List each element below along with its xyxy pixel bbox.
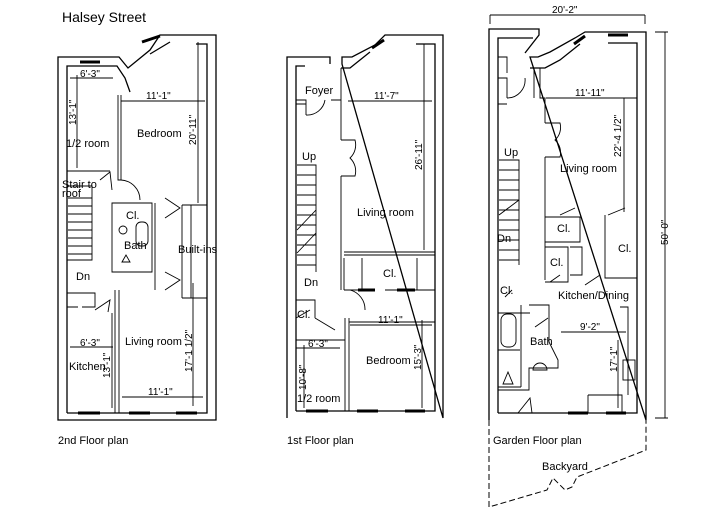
dim-lines — [296, 44, 432, 408]
room-label: Up — [302, 151, 316, 163]
stair — [296, 164, 317, 272]
room-label: roof — [62, 188, 82, 200]
room-label: Cl. — [550, 257, 563, 269]
room-label: Cl. — [500, 285, 513, 297]
outer-wall — [286, 34, 444, 419]
door-swings — [504, 77, 626, 414]
dimension: 20'-11" — [188, 114, 199, 145]
garden-floor-plan: Up Living room Dn Cl. Cl. Cl. Cl. Kitche… — [488, 5, 671, 508]
sink-icon — [532, 362, 548, 371]
room-label: Dn — [497, 233, 511, 245]
partitions — [67, 95, 207, 413]
sink-icon — [118, 225, 128, 235]
room-label: Cl. — [557, 223, 570, 235]
room-label: Cl. — [126, 210, 139, 222]
bathtub-icon — [500, 313, 517, 348]
room-label: Built-ins — [178, 244, 218, 256]
dimension: 22'-4 1/2" — [613, 114, 624, 157]
dimension: 50'-0" — [660, 219, 671, 245]
door-swings — [94, 171, 181, 313]
window — [78, 34, 197, 415]
room-label: 1/2 room — [66, 138, 109, 150]
door-swings — [295, 99, 366, 331]
dimension: 6'-3" — [308, 339, 328, 350]
plan-caption: 1st Floor plan — [287, 435, 354, 447]
room-label: Cl. — [297, 309, 310, 321]
room-label: Stair to — [62, 179, 97, 191]
room-label: Living room — [560, 163, 617, 175]
stair — [68, 197, 92, 255]
plan-caption: 2nd Floor plan — [58, 435, 128, 447]
dimension: 20'-2" — [552, 5, 578, 16]
dimension: 11'-1" — [378, 315, 403, 326]
second-floor-plan: 1/2 room Bedroom Stair to roof Cl. Bath … — [57, 34, 218, 447]
toilet-icon — [502, 370, 514, 385]
room-label: Kitchen — [69, 361, 106, 373]
dimension: 13'-1" — [102, 352, 113, 378]
outer-wall — [57, 34, 217, 421]
dimension: 6'-3" — [80, 338, 100, 349]
room-label: Living room — [125, 336, 182, 348]
dimension: 11'-7" — [374, 91, 399, 102]
dimension: 11'-11" — [575, 88, 605, 99]
room-label: Foyer — [305, 85, 333, 97]
bathtub-icon — [135, 221, 149, 247]
outer-wall — [488, 28, 647, 421]
dimension: 26'-11" — [414, 139, 425, 170]
plan-caption: Garden Floor plan — [493, 435, 582, 447]
room-label: Living room — [357, 207, 414, 219]
partitions — [498, 56, 637, 413]
room-label: 1/2 room — [297, 393, 340, 405]
dim-lines — [70, 42, 205, 408]
dimension: 9'-2" — [580, 322, 600, 333]
stair — [498, 159, 520, 265]
room-label: Bedroom — [137, 128, 182, 140]
dimension: 13'-1" — [68, 99, 79, 125]
dimension: 6'-3" — [80, 69, 100, 80]
backyard-boundary — [488, 420, 647, 508]
room-label: Backyard — [542, 461, 588, 473]
window — [306, 38, 425, 413]
room-label: Bedroom — [366, 355, 411, 367]
room-label: Dn — [304, 277, 318, 289]
inner-wall — [497, 37, 638, 414]
dimension: 10'-8" — [298, 364, 309, 390]
room-label: Bath — [530, 336, 553, 348]
kitchen-sink-icon — [622, 359, 636, 381]
room-label: Cl. — [383, 268, 396, 280]
room-label: Cl. — [618, 243, 631, 255]
first-floor-plan: Foyer Up Living room Cl. Dn Cl. Bedroom … — [286, 34, 444, 447]
window — [568, 33, 628, 415]
room-label: Bath — [124, 240, 147, 252]
room-label: Up — [504, 147, 518, 159]
dimension: 11'-1" — [146, 91, 171, 102]
dimension: 15'-3" — [413, 344, 424, 370]
drawing-title: Halsey Street — [62, 9, 146, 25]
dimension: 17'-1" — [609, 346, 620, 372]
dim-lines — [489, 14, 668, 419]
room-label: Dn — [76, 271, 90, 283]
toilet-icon — [121, 254, 131, 263]
dimension: 11'-1" — [148, 387, 173, 398]
dimension: 17'-1 1/2" — [184, 329, 195, 372]
room-label: Kitchen/Dining — [558, 290, 629, 302]
